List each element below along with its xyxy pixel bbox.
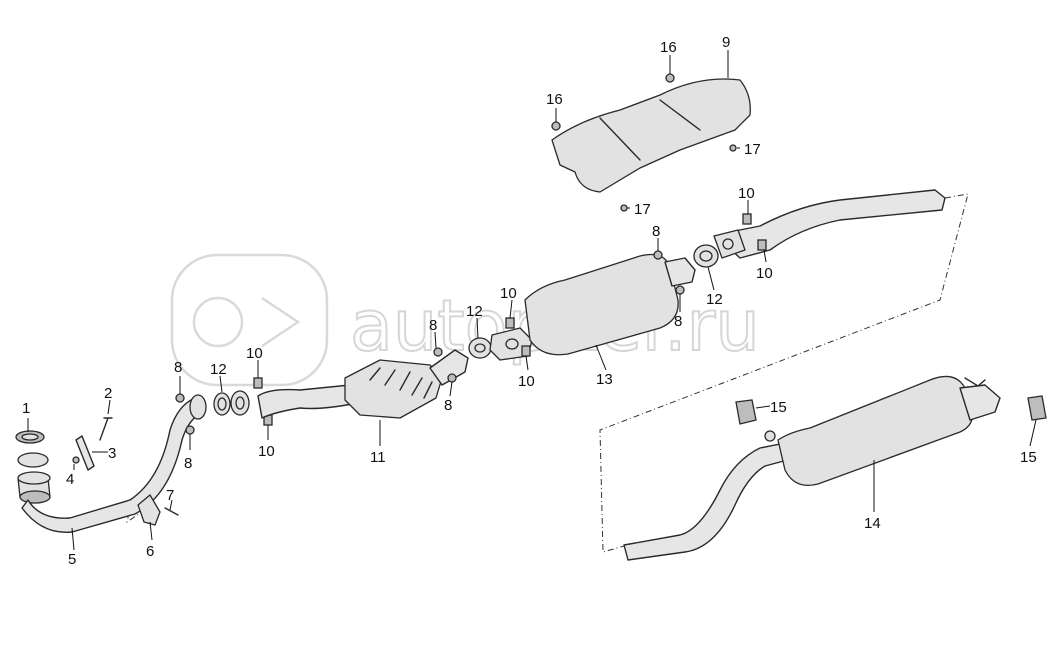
center-muffler-outlet (664, 257, 696, 287)
converter-outlet (429, 349, 469, 386)
callout-15-b: 15 (1020, 449, 1037, 466)
part-7-bolt (164, 507, 179, 516)
part-8-nut-2 (185, 425, 195, 435)
callout-12-a: 12 (210, 361, 227, 378)
rear-muffler-outlet (959, 384, 1001, 421)
part-10-stud-6 (757, 239, 767, 251)
part-10-stud-5 (742, 213, 752, 225)
callout-17-b: 17 (634, 201, 651, 218)
part-12-gasket-left (213, 390, 250, 416)
callout-3: 3 (108, 445, 116, 462)
part-17-nut-1 (729, 144, 737, 152)
part-8-nut-3 (433, 347, 443, 357)
rear-muffler-hanger (964, 377, 986, 387)
part-9-heat-shield (551, 78, 751, 193)
alignment-line-2 (599, 193, 969, 553)
part-8-nut-6 (675, 285, 685, 295)
part-2-bolt (99, 417, 113, 441)
part-1-gasket (15, 430, 51, 504)
callout-12-b: 12 (466, 303, 483, 320)
callout-5: 5 (68, 551, 76, 568)
heat-shield-ridge (599, 99, 701, 161)
part-10-stud-3 (505, 317, 515, 329)
leader-lines (27, 50, 1037, 551)
muffler-inlet-hole (505, 338, 519, 350)
callout-9: 9 (722, 34, 730, 51)
callout-15-a: 15 (770, 399, 787, 416)
converter-heat-shield-ribs (369, 367, 433, 399)
callout-8-a: 8 (174, 359, 182, 376)
callout-16-a: 16 (660, 39, 677, 56)
part-10-stud-1 (253, 377, 263, 389)
part-16-bolt-2 (551, 121, 561, 131)
callout-8-c: 8 (429, 317, 437, 334)
callout-6: 6 (146, 543, 154, 560)
callout-8-b: 8 (184, 455, 192, 472)
callout-10-b: 10 (258, 443, 275, 460)
callout-7: 7 (166, 487, 174, 504)
callout-17-a: 17 (744, 141, 761, 158)
part-15-rubber-hanger-right (1027, 395, 1047, 421)
part-4-nut (72, 456, 80, 464)
part-12-gasket-center (468, 337, 492, 359)
part-17-nut-2 (620, 204, 628, 212)
callout-11: 11 (370, 449, 386, 466)
callout-labels: 1 2 3 4 5 6 7 8 8 8 8 8 8 9 10 10 10 10 … (22, 34, 1037, 568)
callout-14: 14 (864, 515, 881, 532)
callout-8-d: 8 (444, 397, 452, 414)
watermark-logo-arrow (261, 296, 301, 348)
callout-13: 13 (596, 371, 613, 388)
callout-4: 4 (66, 471, 74, 488)
part-3-bracket (75, 435, 95, 471)
callout-8-f: 8 (674, 313, 682, 330)
callout-12-c: 12 (706, 291, 723, 308)
part-14-rear-muffler (777, 375, 974, 487)
callout-1: 1 (22, 400, 30, 417)
part-16-bolt-1 (665, 73, 675, 83)
part-8-nut-4 (447, 373, 457, 383)
callout-10-a: 10 (246, 345, 263, 362)
part-6-clamp (137, 494, 161, 526)
part-8-nut-5 (653, 250, 663, 260)
front-pipe-flange (189, 394, 207, 420)
callout-10-e: 10 (738, 185, 755, 202)
part-12-gasket-right (693, 244, 719, 268)
part-11-catalytic-converter (344, 359, 443, 419)
rear-muffler-hook (764, 430, 776, 442)
callout-10-d: 10 (518, 373, 535, 390)
rear-connecting-pipe (715, 189, 946, 259)
part-8-nut-1 (175, 393, 185, 403)
callout-10-c: 10 (500, 285, 517, 302)
callout-10-f: 10 (756, 265, 773, 282)
part-10-stud-4 (521, 345, 531, 357)
callout-2: 2 (104, 385, 112, 402)
watermark-logo-a (192, 296, 244, 348)
callout-16-b: 16 (546, 91, 563, 108)
part-14-tail-pipe-inlet (623, 441, 796, 561)
watermark-logo-frame (170, 253, 329, 387)
rear-pipe-flange-hole (722, 238, 734, 250)
part-13-center-muffler (524, 253, 679, 356)
callout-8-e: 8 (652, 223, 660, 240)
part-15-rubber-hanger-left (735, 399, 757, 425)
